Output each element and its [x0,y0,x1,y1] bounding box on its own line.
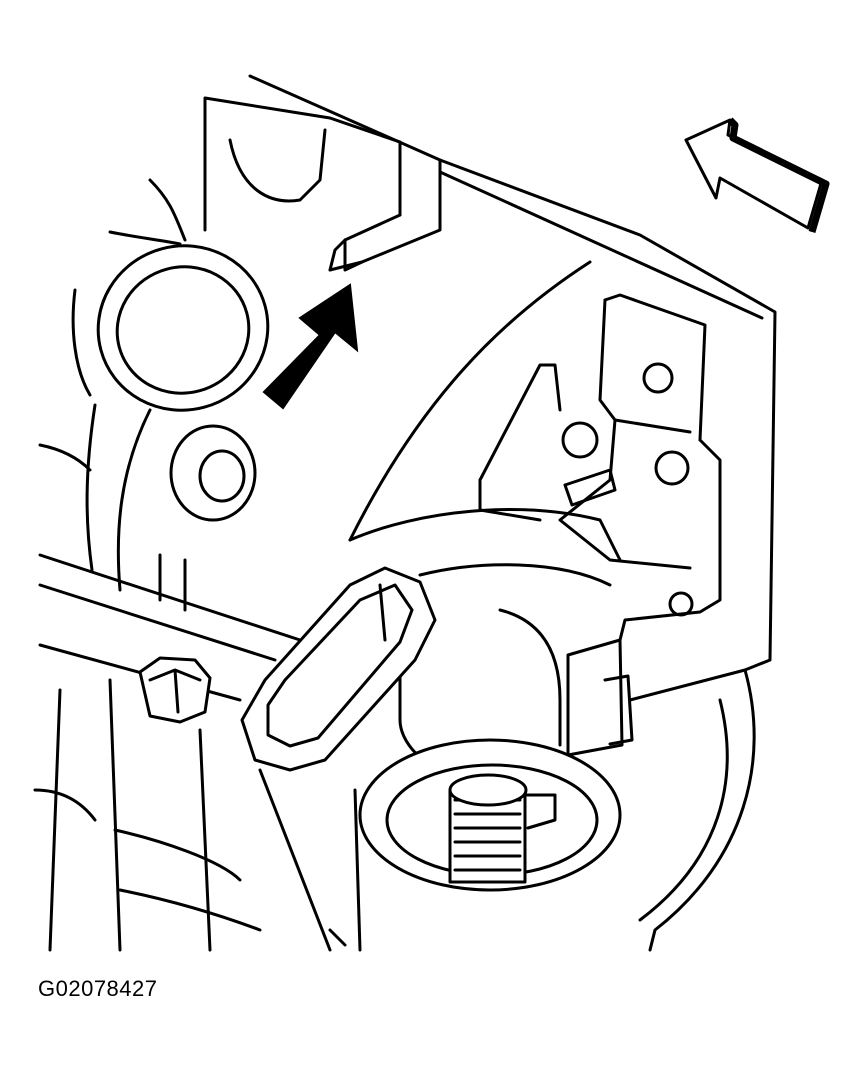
mounting-boss-small [169,424,257,522]
figure-id-label: G02078427 [38,976,158,1001]
washer-and-stud [358,738,622,892]
slotted-link-arm [240,566,437,772]
engine-component-diagram [33,74,830,952]
pointer-arrow-icon [262,283,359,410]
housing-casting [38,74,777,672]
hex-bolt-left [138,656,212,724]
mounting-boss-large [96,244,270,412]
lower-casting [33,678,362,952]
front-direction-arrow-icon [684,117,830,233]
lower-right-casting [628,668,756,952]
mounting-bracket [348,260,722,642]
